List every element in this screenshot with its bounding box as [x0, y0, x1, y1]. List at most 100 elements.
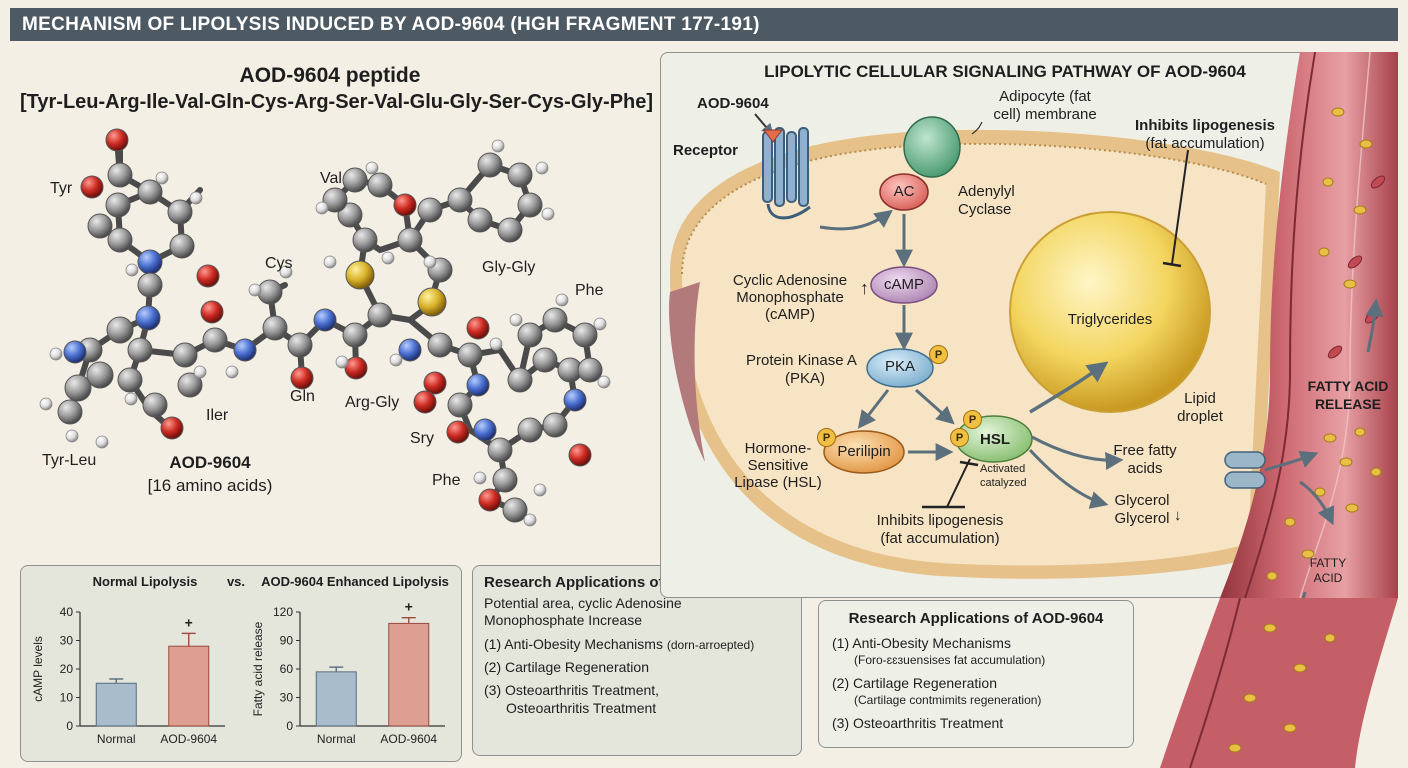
research-right-item-2: (2) Cartilage Regeneration: [832, 675, 997, 691]
lipid-droplet-label-1: Lipid: [1184, 390, 1216, 407]
adipocyte-cell-illustration: [669, 52, 1398, 598]
peptide-molecule-model: [39, 128, 611, 527]
peptide-sequence: [Tyr-Leu-Arg-Ile-Val-Gln-Cys-Arg-Ser-Val…: [20, 91, 654, 113]
research-right-item-1-sub: (Foro-ɛɛɜuensises fat accumulation): [854, 653, 1046, 667]
y-axis-label: Fatty acid release: [251, 621, 265, 716]
y-tick-label: 0: [66, 719, 73, 733]
camp-increase-icon: ↑: [860, 278, 869, 298]
research-applications-panel-right: [818, 600, 1134, 748]
research-center-item-3: (3) Osteoarthritis Treatment,: [484, 682, 660, 698]
camp-description-1: Cyclic Adenosine: [732, 272, 848, 289]
membrane-label-2: cell) membrane: [993, 106, 1097, 123]
y-tick-label: 20: [60, 662, 74, 676]
chart-title-enhanced: AOD-9604 Enhanced Lipolysis: [261, 574, 449, 589]
residue-label-sry: Sry: [410, 430, 434, 447]
bar-aod-9604: [168, 645, 210, 727]
phospho-badge-hsl-1: P: [950, 428, 969, 447]
adenylyl-cyclase-label-2: Cyclase: [958, 201, 1012, 218]
blood-vessel-lower: [1160, 598, 1398, 768]
fatty-acid-label-2: ACID: [1313, 571, 1343, 585]
membrane-label-1: Adipocyte (fat: [999, 88, 1091, 105]
research-center-item-1-note: (dorn-arroepted): [666, 638, 755, 652]
y-tick-label: 10: [60, 691, 74, 705]
phospho-badge-pka: P: [929, 345, 948, 364]
bar-aod-9604: [388, 622, 430, 727]
residue-label-phe-top: Phe: [575, 282, 604, 299]
free-fatty-acids-label-2: acids: [1127, 460, 1163, 477]
free-fatty-acids-label-1: Free fatty: [1113, 442, 1177, 459]
research-center-item-3-cont: Osteoarthritis Treatment: [506, 700, 657, 716]
y-axis-label: cAMP levels: [31, 636, 45, 702]
pathway-title: LIPOLYTIC CELLULAR SIGNALING PATHWAY OF …: [764, 62, 1246, 81]
camp-description-3: (cAMP): [765, 306, 815, 323]
glycerol-label-2: Glycerol: [1114, 510, 1170, 527]
adenylyl-cyclase-label-1: Adenylyl: [958, 183, 1015, 200]
residue-label-gln: Gln: [290, 388, 315, 405]
x-tick-label: AOD-9604: [160, 732, 217, 746]
research-right-title: Research Applications of AOD-9604: [848, 610, 1104, 627]
residue-label-phe-bottom: Phe: [432, 472, 461, 489]
perilipin-node-label: Perilipin: [837, 443, 891, 460]
chart-title-normal: Normal Lipolysis: [92, 574, 198, 589]
research-center-intro-1: Potential area, cyclic Adenosine: [484, 595, 682, 611]
research-right-item-2-sub: (Cartilage contmimits regeneration): [854, 693, 1042, 707]
y-tick-label: 0: [286, 719, 293, 733]
research-center-item-1-text: (1) Anti-Obesity Mechanisms: [484, 636, 663, 652]
hsl-description-3: Lipase (HSL): [734, 474, 822, 491]
residue-label-gly-gly: Gly-Gly: [482, 259, 536, 276]
hsl-node-label: HSL: [980, 431, 1010, 448]
y-tick-label: 40: [60, 605, 74, 619]
activated-label-2: catalyzed: [980, 477, 1027, 489]
hsl-description-1: Hormone-: [744, 440, 812, 457]
research-center-intro-2: Monophosphate Increase: [484, 612, 642, 628]
bar-normal: [315, 671, 357, 727]
triglycerides-label: Triglycerides: [1067, 311, 1153, 328]
bar-normal: [95, 682, 137, 727]
phospho-badge-hsl-2: P: [963, 410, 982, 429]
inhibits-lipogenesis-top-title: Inhibits lipogenesis: [1134, 117, 1276, 134]
activated-label-1: Activated: [980, 463, 1026, 475]
pka-description-1: Protein Kinase A: [746, 352, 857, 369]
receptor-label: Receptor: [673, 142, 739, 159]
inhibits-lipogenesis-bottom-2: (fat accumulation): [880, 530, 1000, 547]
glycerol-decrease-icon: ↓: [1174, 507, 1182, 524]
pka-description-2: (PKA): [784, 370, 825, 387]
fatty-acid-label-1: FATTY: [1309, 556, 1347, 570]
pka-node-label: PKA: [884, 358, 915, 375]
x-tick-label: Normal: [97, 732, 136, 746]
y-tick-label: 30: [280, 691, 294, 705]
residue-label-arg-gly: Arg-Gly: [345, 394, 400, 411]
y-tick-label: 30: [60, 634, 74, 648]
fatty-acid-release-label-2: RELEASE: [1314, 396, 1382, 412]
research-right-item-3: (3) Osteoarthritis Treatment: [832, 715, 1004, 731]
research-center-item-2: (2) Cartilage Regeneration: [484, 659, 649, 675]
phospho-badge-perilipin: P: [817, 428, 836, 447]
residue-label-val: Val: [320, 170, 342, 187]
inhibits-lipogenesis-top-sub: (fat accumulation): [1145, 135, 1265, 152]
y-tick-label: 60: [280, 662, 294, 676]
significance-marker: +: [405, 599, 413, 615]
x-tick-label: AOD-9604: [380, 732, 437, 746]
page-title: MECHANISM OF LIPOLYSIS INDUCED BY AOD-96…: [10, 8, 1398, 41]
ac-node-label: AC: [893, 183, 915, 200]
research-right-item-1: (1) Anti-Obesity Mechanisms: [832, 635, 1011, 651]
charts-vs: vs.: [226, 574, 246, 589]
glycerol-label-1: Glycerol: [1114, 492, 1170, 509]
x-tick-label: Normal: [317, 732, 356, 746]
hsl-description-2: Sensitive: [747, 457, 809, 474]
y-tick-label: 90: [280, 634, 294, 648]
inhibits-lipogenesis-bottom-1: Inhibits lipogenesis: [876, 512, 1004, 529]
molecule-name: AOD-9604: [169, 453, 251, 472]
camp-description-2: Monophosphate: [736, 289, 844, 306]
significance-marker: +: [185, 614, 193, 630]
residue-label-tyr: Tyr: [50, 180, 73, 197]
fatty-acid-release-label-1: FATTY ACID: [1307, 378, 1389, 394]
peptide-title: AOD-9604 peptide: [239, 64, 421, 87]
molecule-length: [16 amino acids): [147, 476, 273, 495]
research-center-item-1: (1) Anti-Obesity Mechanisms (dorn-arroep…: [484, 636, 754, 652]
camp-node-label: cAMP: [883, 276, 924, 293]
ligand-label: AOD-9604: [697, 95, 769, 112]
lipid-droplet-label-2: droplet: [1177, 408, 1223, 425]
